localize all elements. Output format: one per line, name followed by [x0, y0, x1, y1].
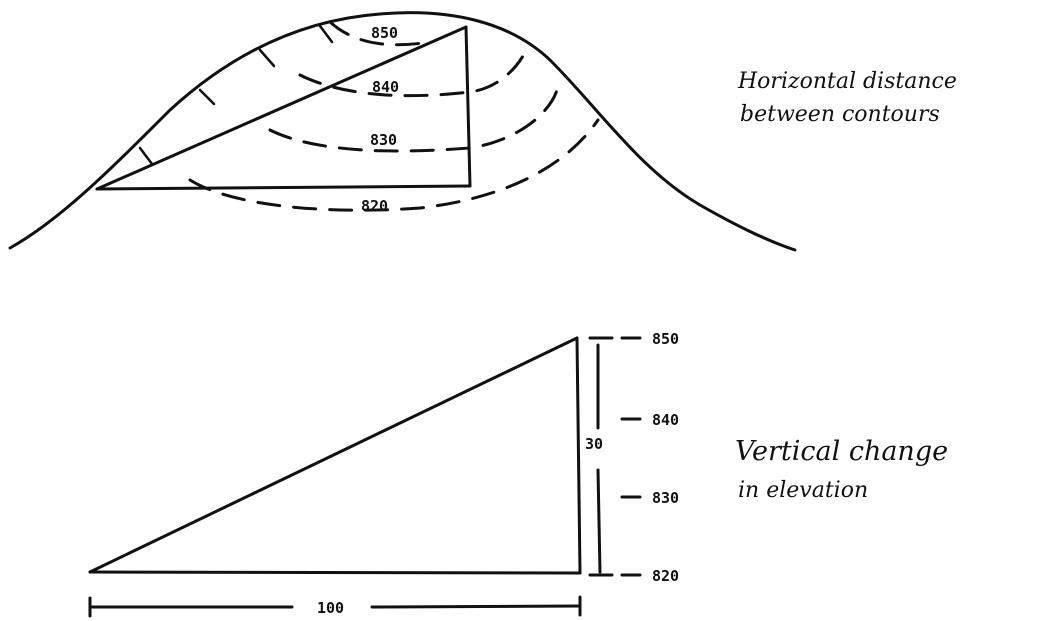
contour-line-840 [298, 46, 529, 98]
elevation-label-840: 840 [652, 411, 679, 429]
slope-hypotenuse [88, 336, 579, 574]
contour-label-840: 840 [372, 78, 399, 96]
contour-tick-1 [138, 146, 154, 166]
hill-contour-diagram: 850 840 830 820 Horizontal distance betw… [8, 11, 957, 252]
contour-label-820: 820 [361, 197, 388, 215]
slope-triangle-diagram: 30 850 840 830 820 100 Vertical change i… [88, 330, 948, 618]
hill-triangle-vertical [464, 25, 472, 188]
hill-triangle-hypotenuse [95, 25, 468, 191]
hill-outline [8, 11, 797, 252]
rise-indicator-lower [596, 468, 602, 574]
contour-tick-3 [258, 48, 276, 68]
contour-label-830: 830 [370, 131, 397, 149]
vertical-change-annotation-line1: Vertical change [735, 436, 948, 467]
contour-label-850: 850 [371, 24, 398, 42]
hill-triangle-base [95, 184, 472, 191]
contour-line-820 [188, 118, 600, 212]
slope-vertical-side [575, 336, 582, 575]
contour-tick-4 [318, 24, 334, 44]
horizontal-distance-annotation-line1: Horizontal distance [737, 69, 957, 94]
vertical-change-annotation-line2: in elevation [738, 478, 868, 503]
elevation-label-820: 820 [652, 567, 679, 585]
run-indicator-right [370, 604, 582, 609]
slope-base [88, 570, 582, 575]
horizontal-distance-annotation-line2: between contours [740, 102, 940, 127]
rise-label: 30 [585, 435, 603, 453]
run-label: 100 [317, 599, 344, 617]
elevation-label-850: 850 [652, 330, 679, 348]
contour-line-850 [328, 20, 432, 47]
contour-tick-2 [198, 88, 216, 106]
elevation-label-830: 830 [652, 489, 679, 507]
contour-line-830 [268, 88, 559, 153]
